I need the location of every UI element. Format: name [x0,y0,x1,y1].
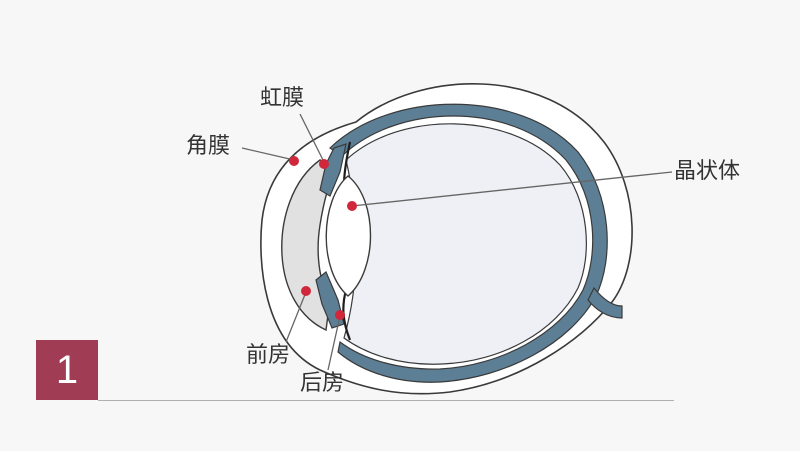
lens [325,175,372,297]
sclera-band [329,103,608,383]
anterior-chamber-pointer-line [285,291,307,343]
lens-pointer-line [351,171,673,207]
posterior-chamber-marker [335,310,345,320]
posterior-chamber-pointer-line [327,315,341,371]
iris-marker [319,159,329,169]
iris-pointer-line [299,113,325,163]
posterior-chamber-label: 后房 [300,371,344,396]
lens-marker [347,201,357,211]
caption-divider [98,400,674,401]
figure-number-badge: 1 [36,340,98,400]
cornea-label: 角膜 [186,134,230,159]
iris-label: 虹膜 [260,86,304,111]
iris-upper [319,143,347,197]
cornea-marker [289,156,299,166]
anterior-chamber-label: 前房 [246,343,290,368]
cornea-pointer-line [241,147,295,161]
anterior-chamber-marker [301,286,311,296]
lens-label: 晶状体 [674,159,740,184]
optic-nerve [587,286,623,319]
